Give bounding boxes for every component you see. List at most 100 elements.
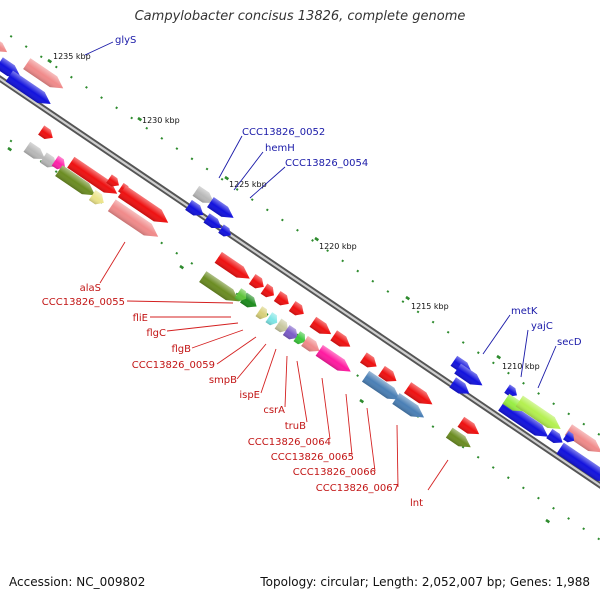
gene-arrow: [106, 174, 119, 187]
tick-major: [496, 354, 502, 360]
tick-dot: [416, 310, 420, 314]
gene-label-fliE: fliE: [133, 313, 148, 324]
tick-dot: [552, 506, 555, 510]
tick-dot: [461, 445, 465, 449]
gene-label-secD: secD: [557, 337, 582, 348]
tick-dot: [491, 466, 495, 469]
gene-labels-blue: glyS CCC13826_0052 hemH CCC13826_0054 me…: [115, 35, 582, 348]
tick-dot: [265, 208, 269, 212]
tick-dot: [552, 402, 556, 406]
tick-dot: [446, 330, 450, 334]
tick-dot: [582, 422, 586, 426]
tick-dot: [9, 139, 13, 143]
gene-arrow: [218, 224, 231, 237]
genome-summary-text: Topology: circular; Length: 2,052,007 bp…: [260, 575, 590, 589]
leader-lnt: [427, 459, 449, 491]
tick-dot: [54, 65, 58, 69]
gene-arrow: [330, 330, 351, 347]
gene-arrow: [107, 199, 159, 237]
gene-label-ccc0065: CCC13826_0065: [271, 452, 354, 463]
gene-label-glyS: glyS: [115, 35, 136, 46]
gene-label-metK: metK: [511, 306, 538, 317]
gene-arrow-ccc0065: [315, 344, 351, 372]
gene-arrow: [360, 352, 377, 368]
gene-arrow-ccc0066: [361, 370, 401, 400]
tick-major: [47, 58, 53, 64]
gene-arrow: [185, 199, 204, 216]
leader-glyS: [84, 41, 114, 56]
tick-dot: [521, 486, 525, 490]
kbp-label-1215: 1215 kbp: [411, 302, 449, 311]
tick-dot: [491, 361, 495, 365]
tick-dot: [130, 116, 134, 120]
leader-flgB: [191, 329, 244, 349]
leader-ccc0059: [216, 336, 257, 365]
gene-arrow-metK: [454, 363, 483, 386]
tick-dot: [115, 106, 118, 110]
tick-major: [314, 236, 320, 242]
gene-arrow: [51, 155, 65, 170]
tick-major: [179, 264, 185, 270]
gene-arrow: [117, 185, 169, 223]
gene-label-ccc0059: CCC13826_0059: [132, 360, 215, 371]
gene-label-csrA: csrA: [263, 405, 285, 416]
genome-backbone: [0, 75, 600, 489]
gene-arrow: [449, 377, 470, 394]
gene-arrow: [260, 283, 274, 298]
gene-arrow-smpB: [255, 306, 268, 320]
map-title: Campylobacter concisus 13826, complete g…: [134, 9, 466, 24]
tick-dot: [280, 218, 284, 222]
tick-dot: [311, 239, 314, 242]
gene-arrow-csrA: [274, 318, 288, 333]
tick-dot: [341, 259, 345, 263]
tick-dot: [597, 432, 600, 436]
gene-arrow: [88, 190, 104, 205]
leader-hemH: [233, 151, 264, 191]
leader-smpB: [236, 343, 267, 380]
gene-arrow-ispE: [265, 312, 278, 326]
tick-dot: [356, 374, 359, 378]
gene-arrow: [563, 431, 575, 443]
gene-arrow: [309, 316, 332, 335]
leader-ccc0055: [126, 300, 234, 304]
tick-dot: [507, 371, 510, 375]
tick-dot: [431, 320, 435, 324]
gene-arrow: [445, 427, 471, 448]
tick-dot: [54, 170, 58, 173]
gene-arrow: [0, 35, 8, 53]
gene-label-alaS: alaS: [80, 283, 101, 294]
gene-arrow-truB: [282, 325, 298, 340]
leader-flgC: [166, 322, 239, 332]
tick-dot: [85, 86, 88, 89]
gene-arrow: [55, 165, 96, 196]
gene-arrow: [40, 152, 57, 168]
tick-dot: [326, 249, 329, 253]
tick-dot: [401, 300, 405, 304]
leader-truB: [296, 360, 308, 423]
tick-dot: [39, 55, 43, 59]
leader-ccc0065: [345, 393, 353, 456]
gene-arrow-fliE: [199, 271, 240, 302]
tick-dot: [476, 351, 480, 355]
gene-label-ccc0054: CCC13826_0054: [285, 158, 368, 169]
tick-major: [545, 518, 551, 524]
tick-dot: [190, 262, 194, 265]
tick-dot: [145, 126, 149, 130]
gene-arrow: [403, 382, 433, 405]
gene-label-ccc0052: CCC13826_0052: [242, 127, 325, 138]
tick-major: [137, 116, 143, 122]
gene-arrow-lnt: [457, 416, 480, 435]
tick-dot: [175, 147, 179, 151]
gene-arrow: [556, 442, 600, 482]
gene-arrow-alaS: [67, 156, 118, 194]
leader-ccc0067: [396, 424, 399, 488]
tick-dot: [461, 341, 465, 344]
gene-arrow: [293, 331, 306, 345]
gene-arrow-flgB: [234, 288, 247, 302]
tick-major: [405, 295, 411, 301]
gene-label-ispE: ispE: [239, 390, 260, 401]
leader-csrA: [284, 355, 288, 408]
tick-dot: [567, 517, 570, 520]
leader-ccc0064: [321, 377, 331, 440]
